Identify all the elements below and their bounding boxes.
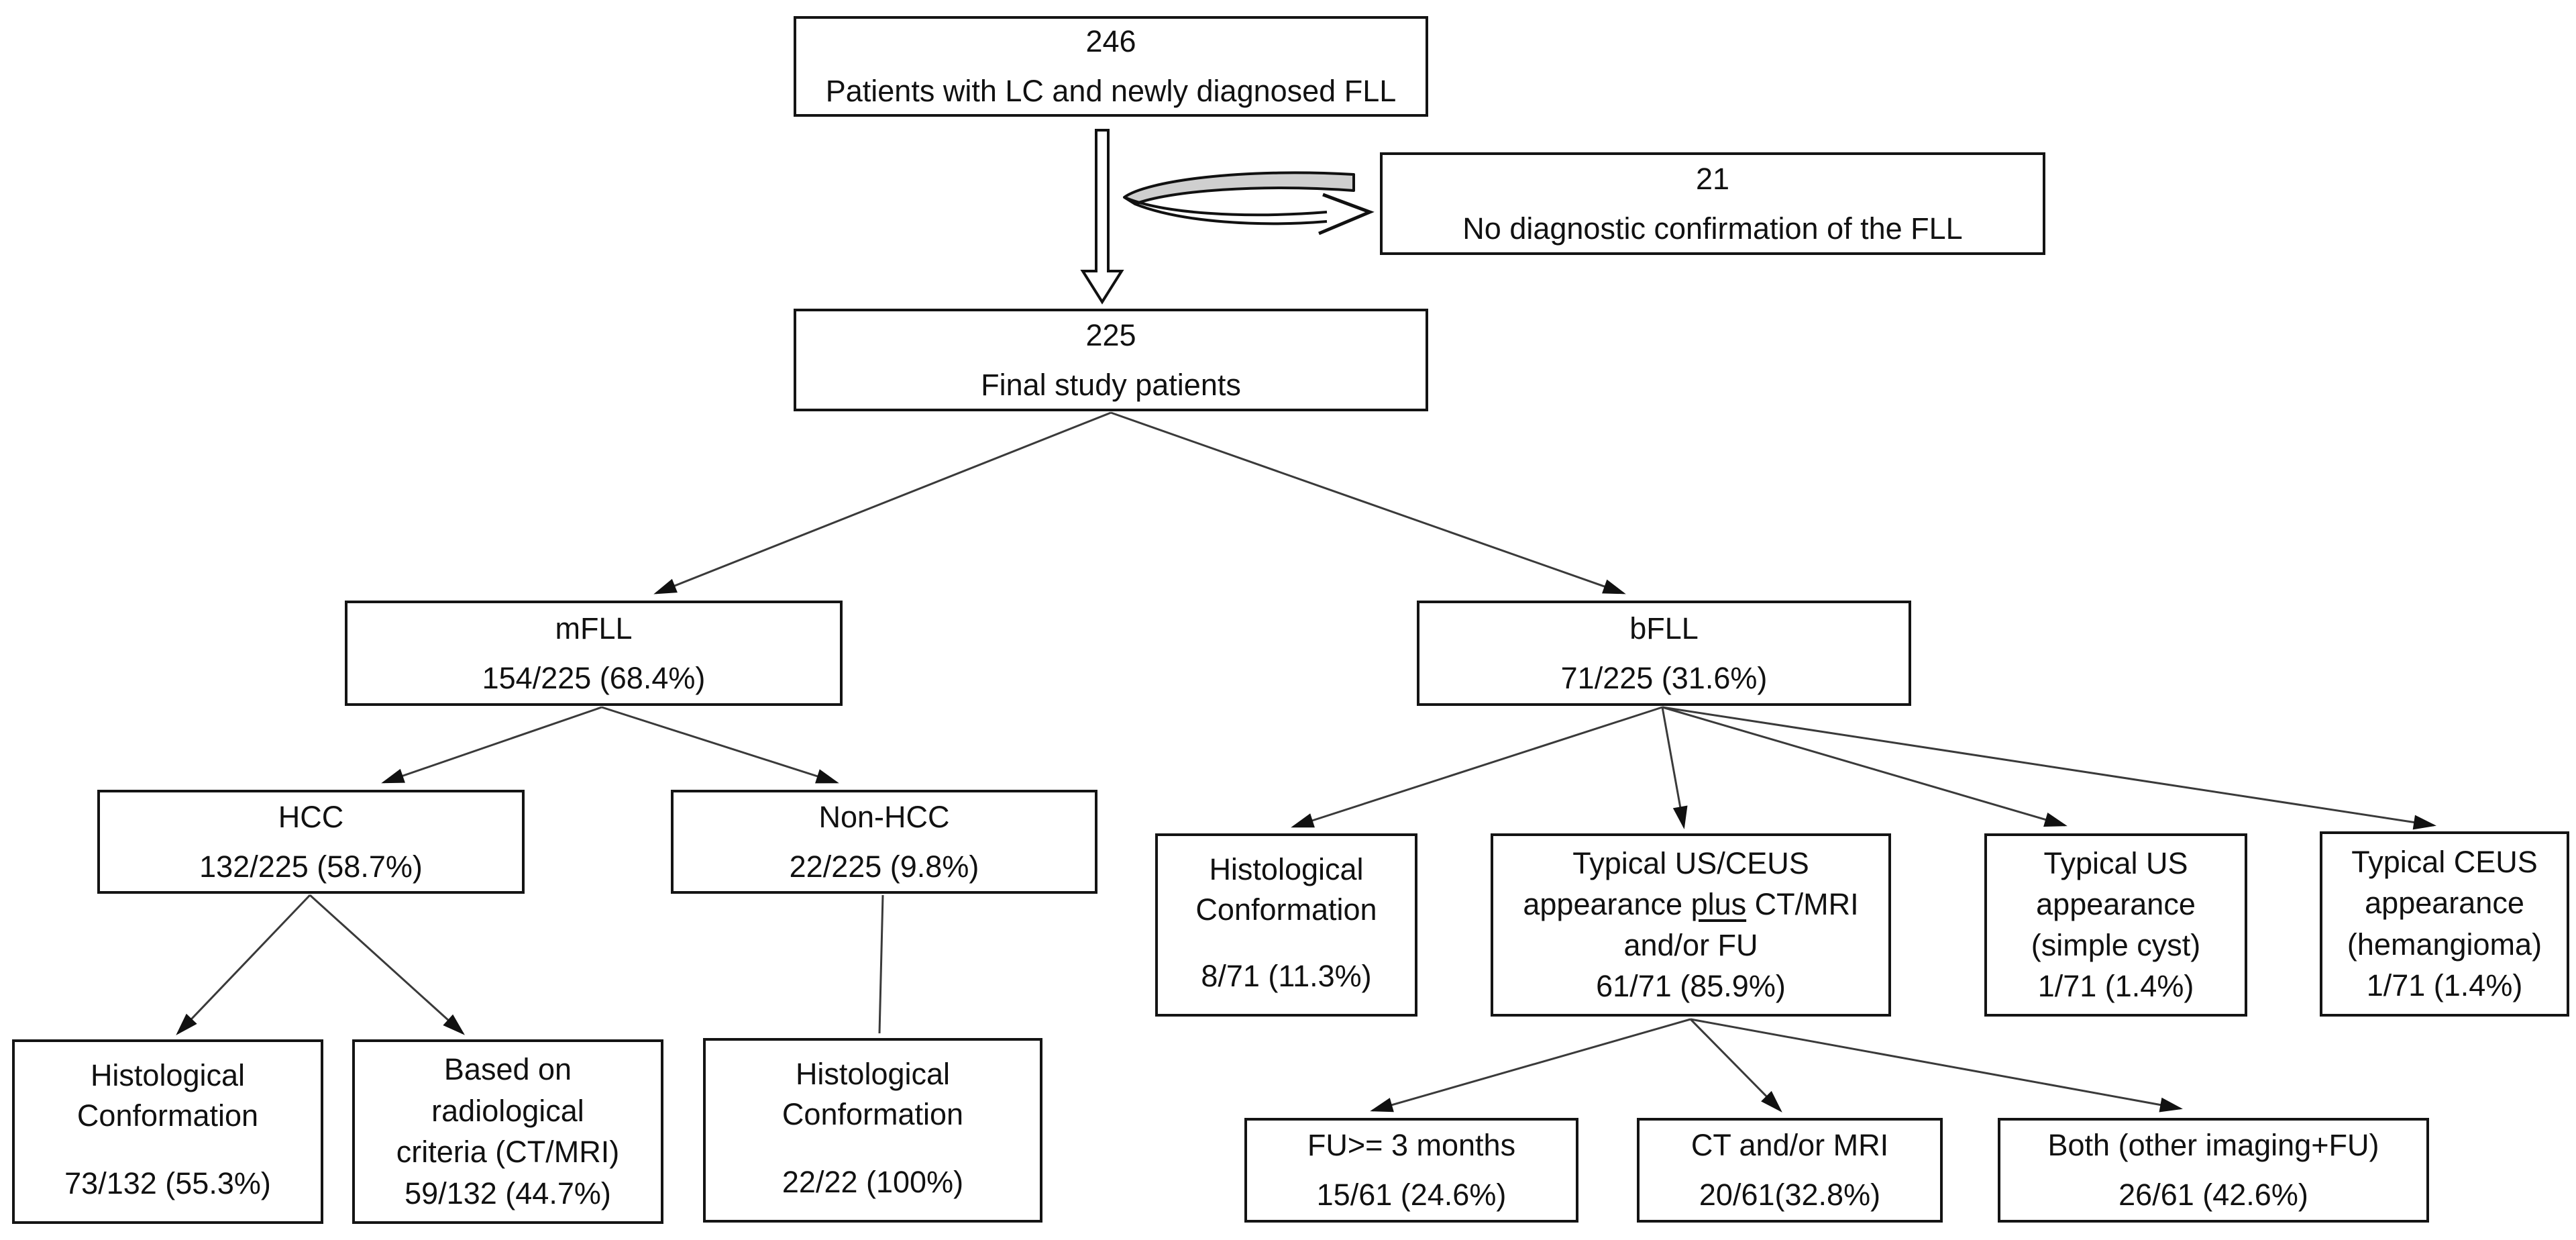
ceus-line1: Typical CEUS xyxy=(2351,844,2538,879)
connector-line xyxy=(653,411,1112,595)
box-typical-ceus: Typical CEUS appearance (hemangioma) 1/7… xyxy=(2320,831,2569,1017)
hcc-hist-stat: 73/132 (55.3%) xyxy=(64,1166,271,1200)
ctmri-stat: 20/61(32.8%) xyxy=(1699,1178,1881,1212)
connector-line xyxy=(309,894,465,1035)
connector-line xyxy=(1690,1018,2183,1113)
bfll-stat: 71/225 (31.6%) xyxy=(1560,660,1768,695)
connector-line xyxy=(1662,706,2068,827)
us-line1: Typical US xyxy=(2043,846,2188,880)
hcc-radio-line1: Based on xyxy=(443,1052,572,1087)
usceus-stat: 61/71 (85.9%) xyxy=(1596,969,1786,1003)
non-hcc-title: Non-HCC xyxy=(818,799,950,834)
connector-line xyxy=(1689,1018,1782,1113)
exclusion-loop-arrow-icon xyxy=(1123,171,1375,236)
usceus-line1: Typical US/CEUS xyxy=(1572,846,1809,880)
excluded-label: No diagnostic confirmation of the FLL xyxy=(1462,211,1963,246)
bfll-hist-stat: 8/71 (11.3%) xyxy=(1201,959,1372,993)
ceus-line2: appearance xyxy=(2365,886,2524,921)
fu-stat: 15/61 (24.6%) xyxy=(1316,1178,1507,1212)
connector-line xyxy=(1291,706,1663,828)
usceus-line2-underlined: plus xyxy=(1690,887,1747,921)
box-hcc: HCC 132/225 (58.7%) xyxy=(97,790,525,894)
enrolled-count: 246 xyxy=(1085,24,1136,58)
box-mfll: mFLL 154/225 (68.4%) xyxy=(345,601,843,706)
hcc-hist-line1: Histological xyxy=(90,1058,246,1092)
us-line2: appearance xyxy=(2036,887,2196,921)
non-hcc-stat: 22/225 (9.8%) xyxy=(789,849,979,884)
final-label: Final study patients xyxy=(981,367,1241,402)
box-hcc-histological: Histological Conformation 73/132 (55.3%) xyxy=(12,1039,323,1224)
final-count: 225 xyxy=(1085,317,1136,352)
box-both-imaging-fu: Both (other imaging+FU) 26/61 (42.6%) xyxy=(1998,1118,2429,1223)
box-non-hcc: Non-HCC 22/225 (9.8%) xyxy=(671,790,1097,894)
box-non-hcc-histological: Histological Conformation 22/22 (100%) xyxy=(703,1038,1042,1223)
connector-line xyxy=(176,894,311,1035)
connector-line xyxy=(1662,706,2436,830)
both-stat: 26/61 (42.6%) xyxy=(2118,1178,2308,1212)
mfll-stat: 154/225 (68.4%) xyxy=(482,660,706,695)
us-line3: (simple cyst) xyxy=(2031,928,2201,962)
connector-line xyxy=(878,894,884,1034)
down-arrow-icon xyxy=(1080,129,1124,305)
bfll-title: bFLL xyxy=(1629,611,1699,645)
box-fu-3-months: FU>= 3 months 15/61 (24.6%) xyxy=(1244,1118,1578,1223)
hcc-stat: 132/225 (58.7%) xyxy=(199,849,423,884)
hcc-radio-stat: 59/132 (44.7%) xyxy=(405,1176,611,1210)
usceus-line2-post: CT/MRI xyxy=(1746,887,1859,921)
bfll-hist-line2: Conformation xyxy=(1195,892,1377,927)
box-excluded: 21 No diagnostic confirmation of the FLL xyxy=(1380,152,2045,255)
box-bfll-histological: Histological Conformation 8/71 (11.3%) xyxy=(1155,833,1417,1017)
hcc-hist-line2: Conformation xyxy=(76,1098,259,1133)
us-stat: 1/71 (1.4%) xyxy=(2037,969,2194,1003)
mfll-title: mFLL xyxy=(555,611,633,645)
nonhcc-hist-line1: Histological xyxy=(795,1057,951,1091)
box-enrolled: 246 Patients with LC and newly diagnosed… xyxy=(794,16,1428,117)
hcc-radio-line3: criteria (CT/MRI) xyxy=(396,1135,620,1170)
ctmri-line1: CT and/or MRI xyxy=(1690,1128,1889,1162)
box-final-study: 225 Final study patients xyxy=(794,309,1428,411)
ceus-stat: 1/71 (1.4%) xyxy=(2366,968,2523,1003)
enrolled-label: Patients with LC and newly diagnosed FLL xyxy=(825,74,1397,108)
connector-line xyxy=(1370,1018,1691,1113)
connector-line xyxy=(601,706,839,784)
usceus-line3: and/or FU xyxy=(1623,928,1758,962)
connector-line xyxy=(1661,707,1688,829)
box-ct-mri: CT and/or MRI 20/61(32.8%) xyxy=(1637,1118,1943,1223)
hcc-radio-line2: radiological xyxy=(431,1093,584,1128)
box-bfll: bFLL 71/225 (31.6%) xyxy=(1417,601,1911,706)
fu-line1: FU>= 3 months xyxy=(1307,1128,1516,1162)
nonhcc-hist-line2: Conformation xyxy=(782,1097,964,1131)
usceus-line2: appearance plus CT/MRI xyxy=(1523,884,1858,925)
usceus-line2-pre: appearance xyxy=(1523,887,1691,921)
nonhcc-hist-stat: 22/22 (100%) xyxy=(782,1165,964,1199)
hcc-title: HCC xyxy=(278,799,344,834)
connector-line xyxy=(1110,411,1626,595)
ceus-line3: (hemangioma) xyxy=(2347,927,2542,962)
bfll-hist-line1: Histological xyxy=(1209,852,1364,886)
box-typical-us: Typical US appearance (simple cyst) 1/71… xyxy=(1984,833,2247,1017)
connector-line xyxy=(381,706,602,784)
box-hcc-radiological: Based on radiological criteria (CT/MRI) … xyxy=(352,1039,663,1224)
box-typical-us-ceus: Typical US/CEUS appearance plus CT/MRI a… xyxy=(1491,833,1891,1017)
both-line1: Both (other imaging+FU) xyxy=(2047,1128,2379,1162)
excluded-count: 21 xyxy=(1695,161,1730,196)
